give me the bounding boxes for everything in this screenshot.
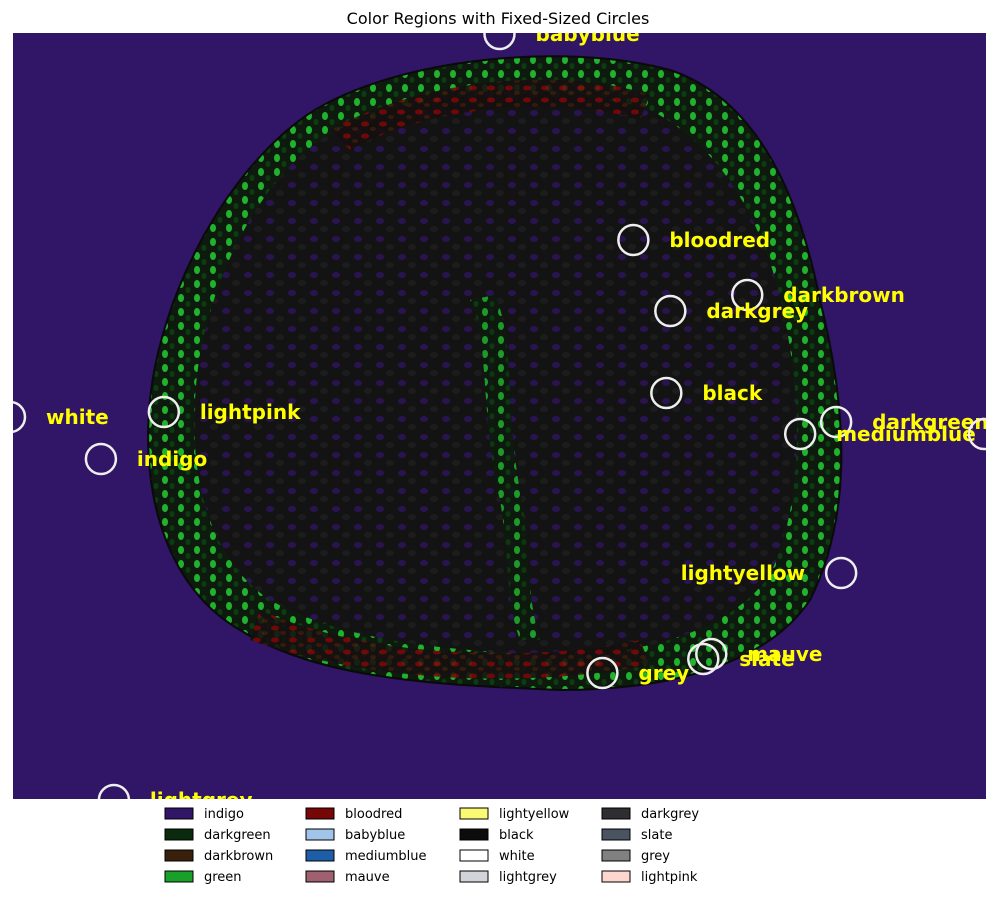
region-label-mauve: mauve [747, 642, 822, 666]
region-circle-lightyellow [824, 556, 858, 590]
legend-swatch-grey [601, 849, 631, 862]
region-label-darkgreen: darkgreen [872, 410, 989, 434]
region-label-darkgrey: darkgrey [706, 299, 808, 323]
region-circle-lightgrey [97, 783, 131, 799]
region-circle-slate [687, 642, 720, 676]
legend-label-darkgrey: darkgrey [641, 807, 699, 822]
legend-swatch-lightyellow [459, 807, 489, 820]
region-label-mediumblue: mediumblue [836, 422, 976, 446]
region-circle-mauve [695, 637, 728, 671]
legend-label-babyblue: babyblue [345, 828, 405, 843]
legend-label-lightyellow: lightyellow [499, 807, 570, 822]
legend-label-darkgreen: darkgreen [204, 828, 271, 843]
region-circle-indigo [84, 442, 118, 476]
legend-swatch-mediumblue [305, 849, 335, 862]
region-label-indigo: indigo [137, 447, 207, 471]
legend-label-white: white [499, 849, 535, 864]
legend: indigo darkgreen darkbrown green bloodred bab… [164, 807, 699, 885]
region-label-lightyellow: lightyellow [681, 561, 805, 585]
region-circle-darkbrown [730, 278, 764, 312]
legend-label-green: green [204, 870, 242, 885]
region-label-white: white [46, 405, 109, 429]
legend-swatch-bloodred [305, 807, 335, 820]
region-circle-babyblue [483, 33, 516, 51]
region-circle-bloodred [617, 223, 650, 257]
region-label-grey: grey [638, 661, 689, 685]
region-label-bloodred: bloodred [669, 228, 770, 252]
legend-label-mediumblue: mediumblue [345, 849, 427, 864]
region-circle-darkgrey [654, 294, 687, 328]
region-circle-mediumblue [783, 417, 817, 451]
region-label-babyblue: babyblue [536, 22, 640, 46]
region-label-darkbrown: darkbrown [783, 283, 905, 307]
legend-label-lightpink: lightpink [641, 870, 698, 885]
legend-label-mauve: mauve [345, 870, 390, 885]
region-circle-black [650, 376, 683, 410]
legend-swatch-mauve [305, 870, 335, 883]
region-circle-white [13, 401, 27, 433]
legend-swatch-white [459, 849, 489, 862]
region-label-lightgrey: lightgrey [150, 788, 253, 812]
region-circle-lightpink [147, 395, 181, 429]
chart-title: Color Regions with Fixed-Sized Circles [347, 9, 650, 28]
legend-swatch-lightgrey [459, 870, 489, 883]
legend-label-black: black [499, 828, 534, 843]
legend-swatch-darkgreen [164, 828, 194, 841]
legend-label-slate: slate [641, 828, 672, 843]
region-circle-grey [586, 656, 619, 690]
region-label-lightpink: lightpink [200, 400, 301, 424]
region-label-black: black [702, 381, 763, 405]
legend-swatch-darkbrown [164, 849, 194, 862]
region-circle-darkgreen [819, 405, 853, 439]
legend-swatch-indigo [164, 807, 194, 820]
legend-swatch-black [459, 828, 489, 841]
region-label-slate: slate [739, 647, 794, 671]
legend-swatch-green [164, 870, 194, 883]
legend-swatch-darkgrey [601, 807, 631, 820]
legend-label-indigo: indigo [204, 807, 244, 822]
legend-label-bloodred: bloodred [345, 807, 402, 822]
legend-label-darkbrown: darkbrown [204, 849, 273, 864]
legend-label-lightgrey: lightgrey [499, 870, 557, 885]
legend-label-grey: grey [641, 849, 670, 864]
legend-swatch-babyblue [305, 828, 335, 841]
legend-swatch-lightpink [601, 870, 631, 883]
region-circle-green [967, 417, 986, 451]
legend-swatch-slate [601, 828, 631, 841]
